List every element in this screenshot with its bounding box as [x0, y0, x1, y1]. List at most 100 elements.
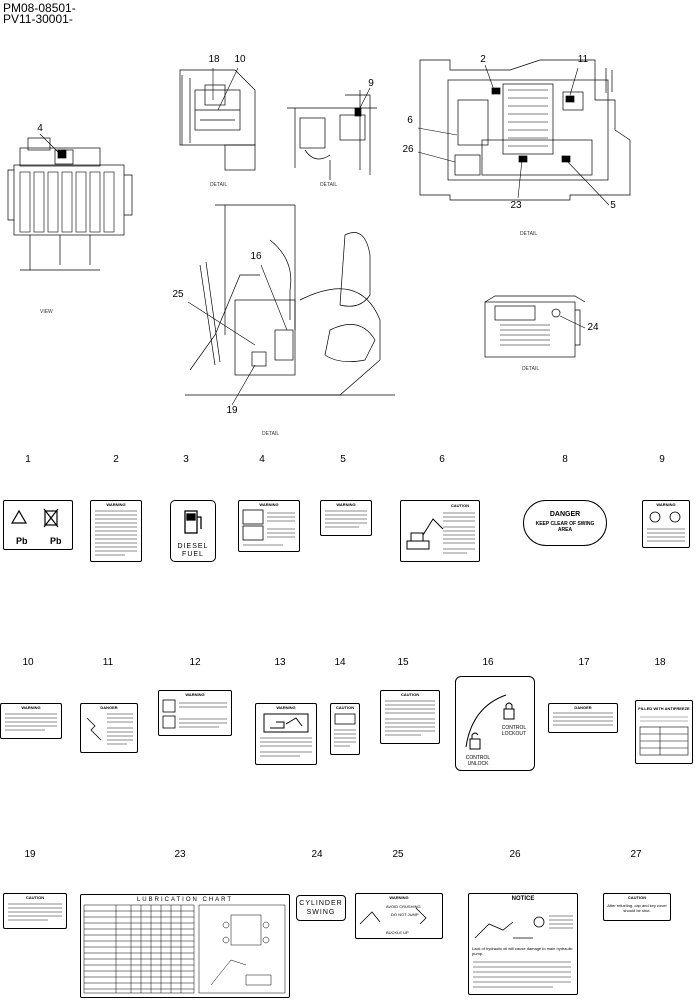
part-no-11: 11	[102, 657, 114, 668]
part-no-2: 2	[113, 454, 119, 465]
callout-23: 23	[510, 200, 522, 211]
control-valve-drawing	[7, 133, 133, 271]
decal-24-line1: CYLINDER	[299, 900, 343, 907]
decal-2-title: WARNING	[106, 502, 126, 507]
decal-12-warning: WARNING	[158, 690, 232, 736]
callout-19: 19	[226, 405, 238, 416]
callout-10: 10	[234, 54, 246, 65]
decal-4-warning: WARNING	[238, 500, 300, 552]
decal-1-recycling: Pb Pb	[3, 500, 73, 550]
part-no-23: 23	[174, 849, 186, 860]
part-no-17: 17	[578, 657, 590, 668]
part-no-10: 10	[22, 657, 34, 668]
decal-11-title: DANGER	[100, 705, 118, 710]
decal-1-pb-left: Pb	[16, 536, 28, 546]
decal-25-avoid: AVOID CRUSHING	[386, 904, 421, 909]
decal-25-title: WARNING	[389, 895, 409, 900]
decal-15-title: CAUTION	[400, 692, 420, 697]
text-lines-icon	[95, 510, 137, 556]
callout-26: 26	[402, 144, 414, 155]
fan-hazard-icon	[647, 511, 685, 542]
model-code-1: PM08-08501-	[3, 1, 76, 15]
decal-8-danger: DANGER	[549, 511, 581, 518]
decal-18-antifreeze: FILLED WITH ANTIFREEZE	[635, 700, 693, 764]
decal-13-warning: WARNING	[255, 703, 317, 765]
decal-14-caution: CAUTION	[330, 703, 360, 755]
part-no-16: 16	[482, 657, 494, 668]
decal-19-title: CAUTION	[25, 895, 45, 900]
decal-26-body: Lack of hydraulic oil will cause damage …	[472, 946, 573, 956]
part-no-1: 1	[25, 454, 31, 465]
decal-23-title: LUBRICATION CHART	[136, 897, 234, 903]
decal-17-title: DANGER	[574, 705, 592, 710]
model-code-2: PV11-30001-	[3, 12, 73, 26]
operator-cab-drawing	[185, 204, 395, 406]
decal-9-title: WARNING	[656, 502, 676, 507]
callout-6: 6	[407, 115, 413, 126]
decal-4-title: WARNING	[259, 502, 279, 507]
callout-2: 2	[480, 54, 486, 65]
part-no-8: 8	[562, 454, 568, 465]
callout-16: 16	[250, 251, 262, 262]
cylinder-box-drawing	[484, 295, 586, 358]
decal-11-danger: DANGER	[80, 703, 138, 753]
part-no-25: 25	[392, 849, 404, 860]
text-lines-icon	[385, 700, 435, 736]
decal-1-pb-right: Pb	[50, 536, 62, 546]
callout-24: 24	[587, 322, 599, 333]
electrical-hazard-icon	[86, 713, 133, 745]
engine-compartment-drawing	[417, 59, 631, 206]
decal-15-caution: CAUTION	[380, 690, 440, 744]
decal-3-text: DIESEL FUEL	[177, 543, 209, 558]
decal-2-warning: WARNING	[90, 500, 142, 562]
decal-24-line2: SWING	[306, 909, 336, 916]
decal-8-danger-swing: DANGER KEEP CLEAR OF SWING AREA	[523, 500, 607, 546]
decal-27-body: After refueling, cap and key cover shoul…	[607, 903, 667, 913]
table-grid-icon	[639, 716, 689, 756]
decal-3-diesel-fuel: DIESEL FUEL	[170, 500, 216, 562]
excavator-pictogram-icon	[406, 512, 475, 554]
part-no-3: 3	[183, 454, 189, 465]
decal-26-notice: NOTICE Lack of hydraulic oil will cause …	[468, 893, 578, 995]
decal-27-title: CAUTION	[627, 895, 647, 900]
text-lines-icon	[553, 712, 613, 726]
decal-10-title: WARNING	[21, 705, 41, 710]
part-no-27: 27	[630, 849, 642, 860]
decal-25-warning: WARNING AVOID CRUSHING DO NOT JUMP BUCKL…	[355, 893, 443, 939]
pictogram-icon	[334, 713, 356, 747]
detail-caption-e: DETAIL	[522, 366, 540, 372]
part-no-26: 26	[509, 849, 521, 860]
decal-14-title: CAUTION	[335, 705, 355, 710]
text-lines-icon	[8, 903, 62, 921]
part-no-5: 5	[340, 454, 346, 465]
hazard-pictogram-icon	[242, 509, 295, 546]
decal-12-title: WARNING	[185, 692, 205, 697]
callout-25: 25	[172, 289, 184, 300]
detail-caption-d: DETAIL	[262, 431, 280, 437]
decal-16-lockout: CONTROL LOCKOUT	[501, 725, 527, 737]
decal-17-danger: DANGER	[548, 703, 618, 733]
callout-9: 9	[368, 78, 374, 89]
decal-6-title: CAUTION	[450, 503, 470, 508]
seatbelt-icon	[359, 907, 427, 925]
text-lines-icon	[5, 713, 57, 731]
text-lines-icon	[473, 961, 571, 988]
decal-9-warning: WARNING	[642, 500, 690, 548]
decal-23-lubrication-chart: LUBRICATION CHART	[80, 894, 290, 998]
callout-5: 5	[610, 200, 616, 211]
decal-27-caution: CAUTION After refueling, cap and key cov…	[603, 893, 671, 921]
detail-caption-c: DETAIL	[520, 231, 538, 237]
recycle-icon	[10, 508, 59, 528]
decal-25-buckle: BUCKLE UP	[386, 930, 409, 935]
view-caption: VIEW	[40, 309, 53, 315]
part-no-6: 6	[439, 454, 445, 465]
decal-25-jump: DO NOT JUMP	[391, 912, 419, 917]
part-no-9: 9	[659, 454, 665, 465]
lubrication-table-icon	[83, 904, 286, 994]
decal-8-keep-clear: KEEP CLEAR OF SWING AREA	[535, 521, 595, 533]
callout-4: 4	[37, 123, 43, 134]
detail-caption-b: DETAIL	[320, 182, 338, 188]
machine-illustrations	[7, 59, 631, 406]
callout-11: 11	[577, 54, 589, 65]
decal-18-title: FILLED WITH ANTIFREEZE	[638, 706, 690, 711]
